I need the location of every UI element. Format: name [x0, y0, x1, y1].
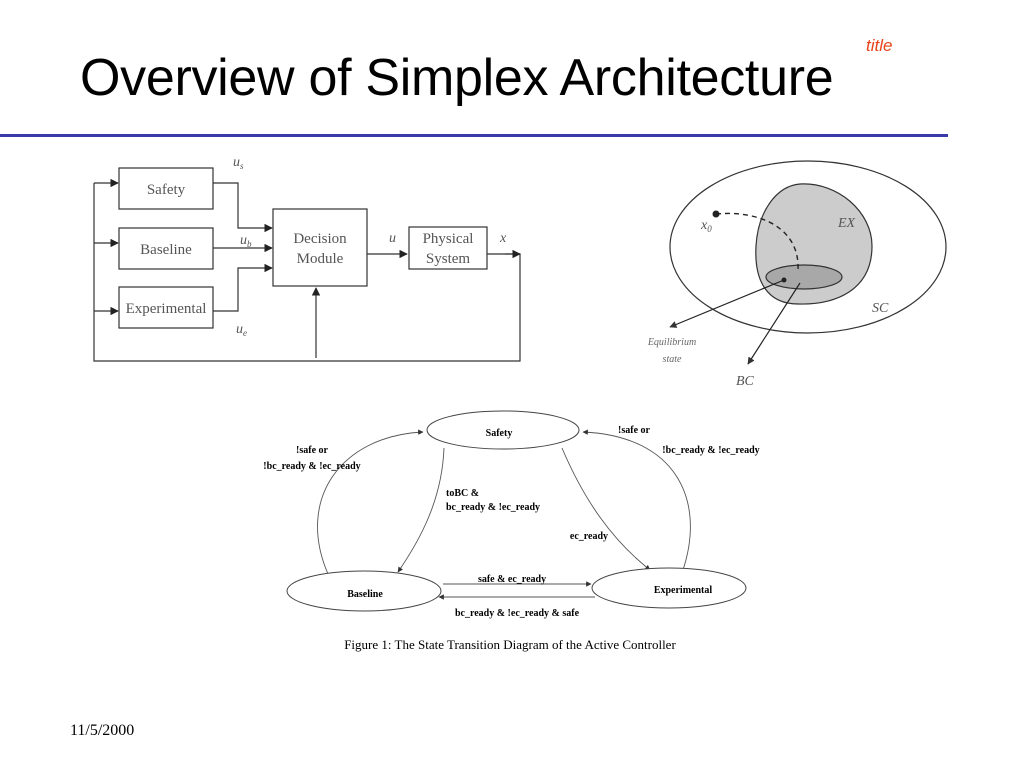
- slide-tag: title: [866, 36, 893, 55]
- state-experimental: [591, 567, 747, 609]
- physical-system-label-line2: System: [426, 251, 471, 267]
- decision-module-label-line2: Module: [297, 251, 344, 267]
- trajectory: [715, 212, 799, 271]
- title-rule: [0, 134, 948, 137]
- state-safety-label: Safety: [486, 428, 513, 439]
- edge-label-right-line1: !safe or: [618, 425, 650, 436]
- state-baseline: [286, 570, 442, 612]
- physical-system-label-line1: Physical: [423, 231, 474, 247]
- initial-state-label: x0: [700, 218, 712, 234]
- edge-label-left-line1: !safe or: [296, 445, 328, 456]
- slide-title: Overview of Simplex Architecture: [80, 49, 834, 107]
- bc-region: [765, 264, 843, 290]
- sc-label: SC: [872, 301, 889, 316]
- edge-label-bc-ec-safe: bc_ready & !ec_ready & safe: [455, 608, 580, 619]
- figure-caption: Figure 1: The State Transition Diagram o…: [344, 637, 676, 652]
- edge-safety-to-baseline: [397, 447, 445, 573]
- safety-block-label: Safety: [147, 182, 186, 198]
- state-safety: [426, 410, 580, 450]
- equilibrium-label-line1: Equilibrium: [647, 337, 696, 348]
- u-label: u: [389, 231, 396, 246]
- experimental-block: [118, 286, 214, 329]
- decision-module-label-line1: Decision: [293, 231, 347, 247]
- edge-label-ec-ready: ec_ready: [570, 531, 608, 542]
- state-experimental-label: Experimental: [654, 585, 713, 596]
- baseline-block: [118, 227, 214, 270]
- slide-date: 11/5/2000: [70, 722, 135, 739]
- edge-baseline-to-safety: [317, 429, 424, 575]
- edge-label-tobc-line2: bc_ready & !ec_ready: [446, 502, 540, 513]
- experimental-block-label: Experimental: [126, 301, 207, 317]
- x-label: x: [499, 231, 507, 246]
- bc-label: BC: [736, 374, 755, 389]
- decision-module-block: [272, 208, 368, 287]
- equilibrium-pointer: [669, 279, 785, 328]
- safety-block: [118, 167, 214, 210]
- ue-label: ue: [236, 322, 247, 338]
- safety-output-wire: [213, 182, 273, 233]
- ub-label: ub: [240, 233, 252, 249]
- edge-label-tobc-line1: toBC &: [446, 488, 479, 499]
- physical-system-block: [408, 226, 488, 270]
- equilibrium-label-line2: state: [663, 354, 682, 365]
- edge-label-left-line2: !bc_ready & !ec_ready: [263, 461, 360, 472]
- ex-label: EX: [837, 216, 856, 231]
- state-baseline-label: Baseline: [347, 589, 383, 600]
- edge-experimental-to-safety: [582, 429, 691, 571]
- us-label: us: [233, 155, 244, 171]
- edge-safety-to-experimental: [561, 447, 651, 571]
- edge-label-right-line2: !bc_ready & !ec_ready: [662, 445, 759, 456]
- bc-pointer: [747, 282, 801, 365]
- baseline-block-label: Baseline: [140, 242, 192, 258]
- experimental-output-wire: [213, 263, 273, 312]
- edge-label-safe-ec: safe & ec_ready: [478, 574, 546, 585]
